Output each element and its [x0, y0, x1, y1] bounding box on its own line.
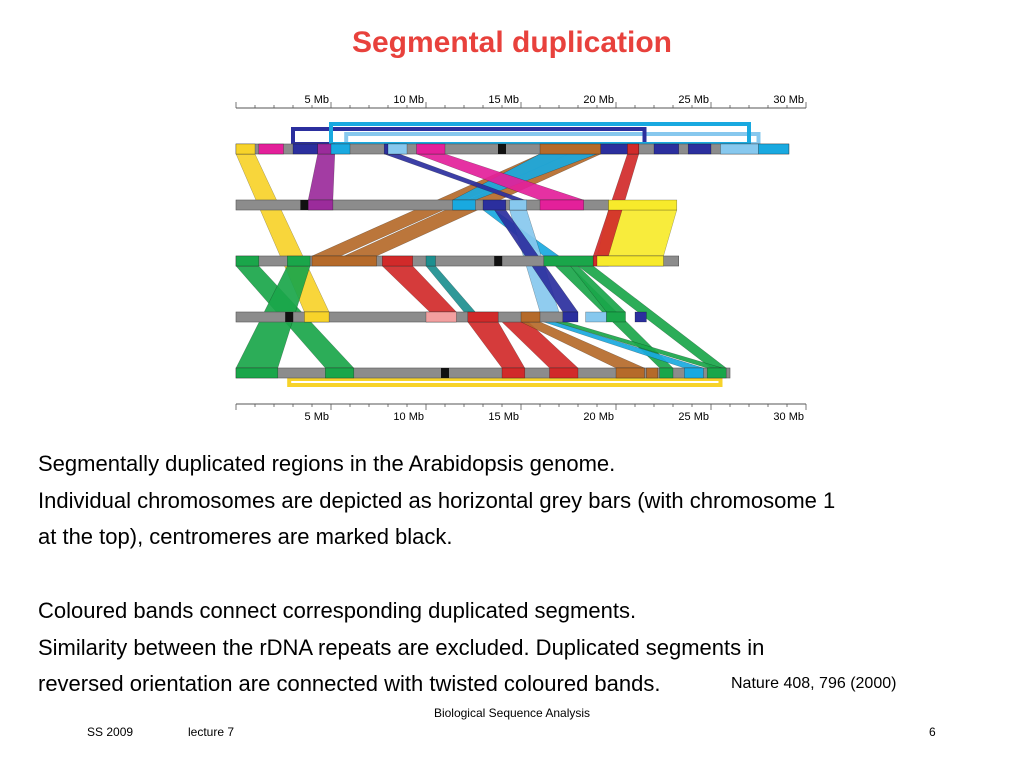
duplicated-segment [585, 311, 607, 323]
bottom-scale-ruler: 5 Mb 10 Mb 15 Mb 20 Mb 25 Mb 30 Mb [235, 403, 807, 423]
scale-label: 15 Mb [488, 411, 519, 423]
centromere [494, 256, 503, 266]
duplicated-segment [325, 367, 355, 379]
caption-paragraph-1: Segmentally duplicated regions in the Ar… [38, 446, 835, 556]
duplicated-segment [235, 367, 279, 379]
duplicated-segment [758, 143, 790, 155]
duplicated-segment [543, 255, 594, 267]
scale-label: 5 Mb [305, 411, 329, 423]
caption-line-5: Similarity between the rDNA repeats are … [38, 634, 765, 660]
duplicated-segment [235, 255, 260, 267]
duplicated-segment [307, 199, 334, 211]
duplicated-segment [292, 143, 318, 155]
scale-label: 30 Mb [773, 411, 804, 423]
duplicated-segment [720, 143, 759, 155]
duplicated-segment [509, 199, 527, 211]
footer-page-number: 6 [929, 725, 936, 739]
duplicated-segment [539, 199, 584, 211]
duplicated-segment [706, 367, 727, 379]
intra-band [287, 377, 723, 387]
duplicated-segment [304, 311, 330, 323]
duplicated-segment [425, 255, 436, 267]
footer-lecture: lecture 7 [188, 725, 235, 739]
duplicated-segment [311, 255, 377, 267]
duplicated-segment [382, 255, 413, 267]
duplicated-segment [330, 143, 351, 155]
caption-line-6: reversed orientation are connected with … [38, 671, 661, 696]
duplicated-segments [235, 143, 790, 379]
duplicated-segment [562, 311, 579, 323]
duplicated-segment [596, 255, 664, 267]
centromere [498, 144, 506, 154]
duplicated-segment [615, 367, 645, 379]
duplicated-segment [387, 143, 408, 155]
duplicated-segment [258, 143, 284, 155]
duplicated-segment [608, 199, 678, 211]
duplicated-segment [646, 367, 659, 379]
centromere [285, 312, 294, 322]
duplicated-segment [425, 311, 457, 323]
footer-course-title: Biological Sequence Analysis [433, 706, 591, 720]
centromere [441, 368, 449, 378]
duplicated-segment [520, 311, 541, 323]
duplicated-segment [467, 311, 499, 323]
caption-line-2: Individual chromosomes are depicted as h… [38, 487, 836, 513]
duplicated-segment [235, 143, 256, 155]
duplicated-segment [549, 367, 579, 379]
scale-label: 10 Mb [393, 411, 424, 423]
top-scale-ruler: 5 Mb 10 Mb 15 Mb 20 Mb 25 Mb 30 Mb [235, 94, 807, 109]
caption-line-4: Coloured bands connect corresponding dup… [38, 598, 637, 623]
duplicated-segment [684, 367, 704, 379]
segmental-duplication-figure: 5 Mb 10 Mb 15 Mb 20 Mb 25 Mb 30 Mb 5 Mb 10 Mb 1… [235, 94, 807, 423]
caption-line-3: at the top), centromeres are marked blac… [38, 524, 453, 549]
duplicated-segment [287, 255, 311, 267]
scale-label: 10 Mb [393, 94, 424, 106]
centromere [300, 200, 309, 210]
scale-label: 25 Mb [678, 94, 709, 106]
duplicated-segment [482, 199, 507, 211]
scale-label: 30 Mb [773, 94, 804, 106]
duplicated-segment [501, 367, 526, 379]
duplicated-segment [452, 199, 476, 211]
duplicated-segment [627, 143, 640, 155]
duplicated-segment [687, 143, 712, 155]
duplicated-segment [539, 143, 602, 155]
caption-line-1: Segmentally duplicated regions in the Ar… [38, 451, 616, 476]
scale-label: 5 Mb [305, 94, 329, 106]
scale-label: 25 Mb [678, 411, 709, 423]
scale-label: 20 Mb [583, 411, 614, 423]
scale-label: 15 Mb [488, 94, 519, 106]
caption-paragraph-2: Coloured bands connect corresponding dup… [38, 593, 764, 703]
duplication-band [307, 153, 336, 201]
duplicated-segment [653, 143, 679, 155]
citation: Nature 408, 796 (2000) [731, 675, 897, 692]
duplicated-segment [606, 311, 626, 323]
duplicated-segment [659, 367, 674, 379]
footer-semester: SS 2009 [87, 725, 134, 739]
duplicated-segment [634, 311, 647, 323]
duplicated-segment [416, 143, 446, 155]
scale-label: 20 Mb [583, 94, 614, 106]
slide-title: Segmental duplication [351, 26, 673, 59]
